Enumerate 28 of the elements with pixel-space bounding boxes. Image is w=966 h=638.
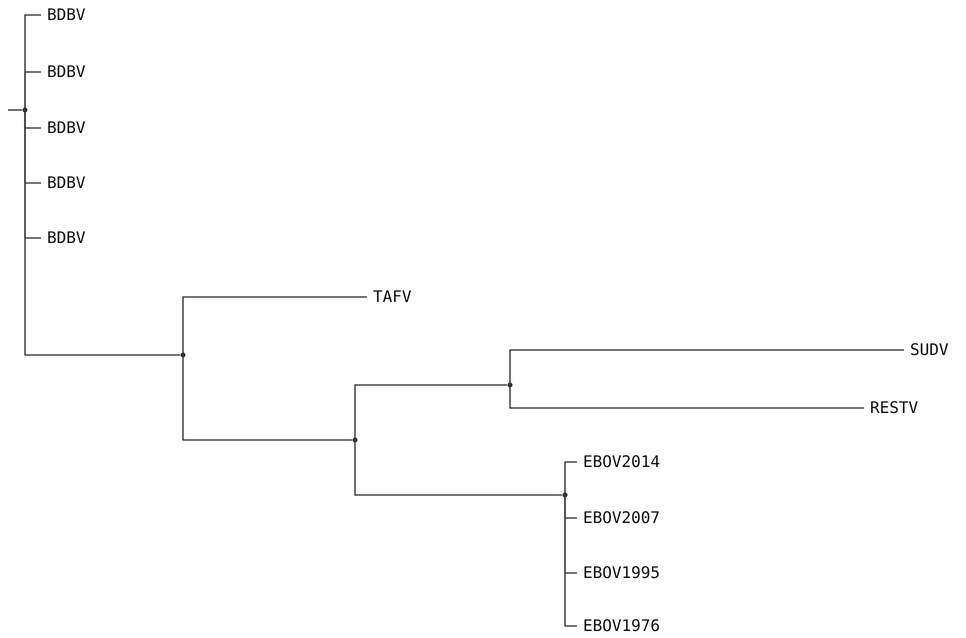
branch-point xyxy=(508,382,512,388)
tree-branch xyxy=(354,384,507,440)
tree-branch xyxy=(564,461,577,495)
tree-branch xyxy=(564,495,577,627)
tree-branch xyxy=(354,440,562,496)
branch-point xyxy=(22,108,28,112)
taxon-label: SUDV xyxy=(910,340,949,360)
tree-branch xyxy=(182,296,367,355)
tree-branch xyxy=(24,110,180,356)
taxon-label: BDBV xyxy=(47,5,86,25)
tree-branch xyxy=(182,355,352,441)
taxon-label: EBOV2007 xyxy=(583,508,660,528)
taxon-label: TAFV xyxy=(373,287,412,307)
branch-point xyxy=(180,352,186,358)
taxon-label: BDBV xyxy=(47,62,86,82)
taxon-label: EBOV1995 xyxy=(583,563,660,583)
taxon-label: EBOV2014 xyxy=(583,452,660,472)
branch-point xyxy=(352,438,358,442)
taxon-label: BDBV xyxy=(47,228,86,248)
tree-branch xyxy=(509,349,904,385)
tree-branch xyxy=(509,385,864,409)
tree-branch xyxy=(24,71,41,110)
taxon-label: RESTV xyxy=(870,398,918,418)
tree-branch xyxy=(8,109,22,111)
taxon-label: BDBV xyxy=(47,118,86,138)
taxon-label: BDBV xyxy=(47,173,86,193)
taxon-label: EBOV1976 xyxy=(583,616,660,636)
branch-point xyxy=(562,492,568,498)
